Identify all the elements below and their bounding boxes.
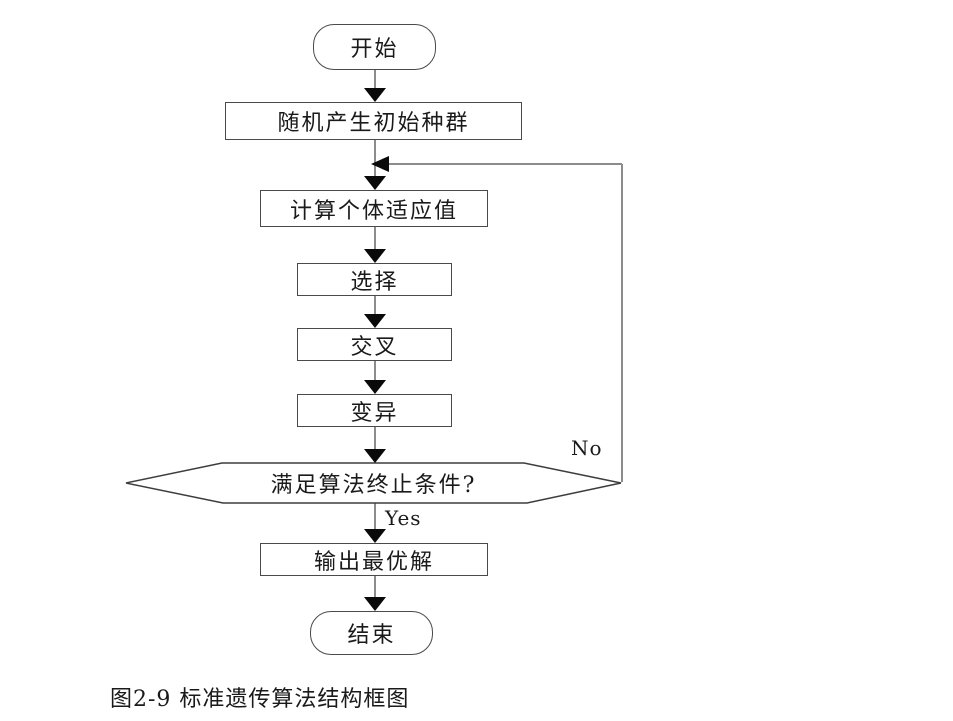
init-population-box: 随机产生初始种群 — [225, 102, 522, 140]
arrow-down-icon — [364, 176, 386, 190]
arrow-down-icon — [364, 88, 386, 102]
termination-decision-label: 满足算法终止条件? — [270, 473, 477, 498]
decision-hexagon-shape — [125, 462, 622, 504]
flow-lines — [374, 70, 623, 609]
arrow-down-icon — [364, 380, 386, 394]
yes-branch-label: Yes — [385, 506, 422, 530]
arrow-down-icon — [364, 249, 386, 263]
arrow-down-icon — [364, 314, 386, 328]
arrow-left-icon — [371, 156, 389, 172]
selection-box: 选择 — [297, 263, 452, 296]
no-branch-label: No — [571, 436, 603, 460]
arrow-down-icon — [364, 529, 386, 543]
output-solution-box: 输出最优解 — [260, 543, 488, 576]
arrowheads — [364, 88, 389, 611]
arrow-down-icon — [364, 597, 386, 611]
figure-caption: 图2-9 标准遗传算法结构框图 — [110, 687, 410, 712]
mutation-box: 变异 — [297, 394, 452, 427]
start-node: 开始 — [313, 24, 436, 70]
fitness-evaluation-box: 计算个体适应值 — [260, 190, 488, 227]
end-node: 结束 — [310, 611, 433, 655]
arrow-down-icon — [364, 449, 386, 463]
crossover-box: 交叉 — [297, 328, 452, 361]
